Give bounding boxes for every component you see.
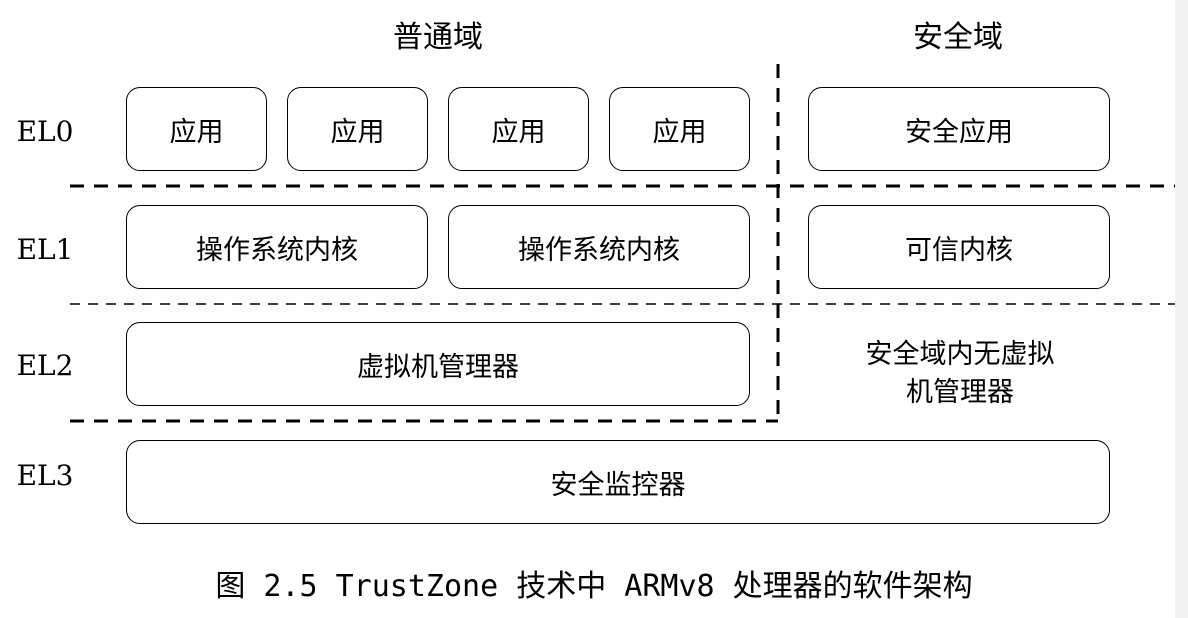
trusted-kernel-box: 可信内核	[808, 205, 1110, 289]
os-kernel-box-1: 操作系统内核	[126, 205, 428, 289]
normal-world-title: 普通域	[393, 20, 483, 55]
el0-label: EL0	[16, 115, 74, 148]
secure-no-hypervisor-text: 安全域内无虚拟机管理器	[865, 339, 1055, 408]
app-box-1: 应用	[126, 87, 267, 171]
app-box-3: 应用	[448, 87, 589, 171]
hypervisor-box: 虚拟机管理器	[126, 322, 750, 406]
os-kernel-box-2: 操作系统内核	[448, 205, 750, 289]
secure-no-hypervisor-note: 安全域内无虚拟机管理器	[810, 332, 1110, 416]
edge-strip	[1175, 0, 1188, 618]
secure-world-title: 安全域	[913, 20, 1003, 55]
secure-monitor-box: 安全监控器	[126, 440, 1110, 524]
app-box-4: 应用	[609, 87, 750, 171]
secure-app-box: 安全应用	[808, 87, 1110, 171]
el1-label: EL1	[16, 233, 74, 266]
figure-caption: 图 2.5 TrustZone 技术中 ARMv8 处理器的软件架构	[215, 569, 973, 604]
app-box-2: 应用	[287, 87, 428, 171]
el2-label: EL2	[16, 349, 74, 382]
el3-label: EL3	[16, 459, 74, 492]
